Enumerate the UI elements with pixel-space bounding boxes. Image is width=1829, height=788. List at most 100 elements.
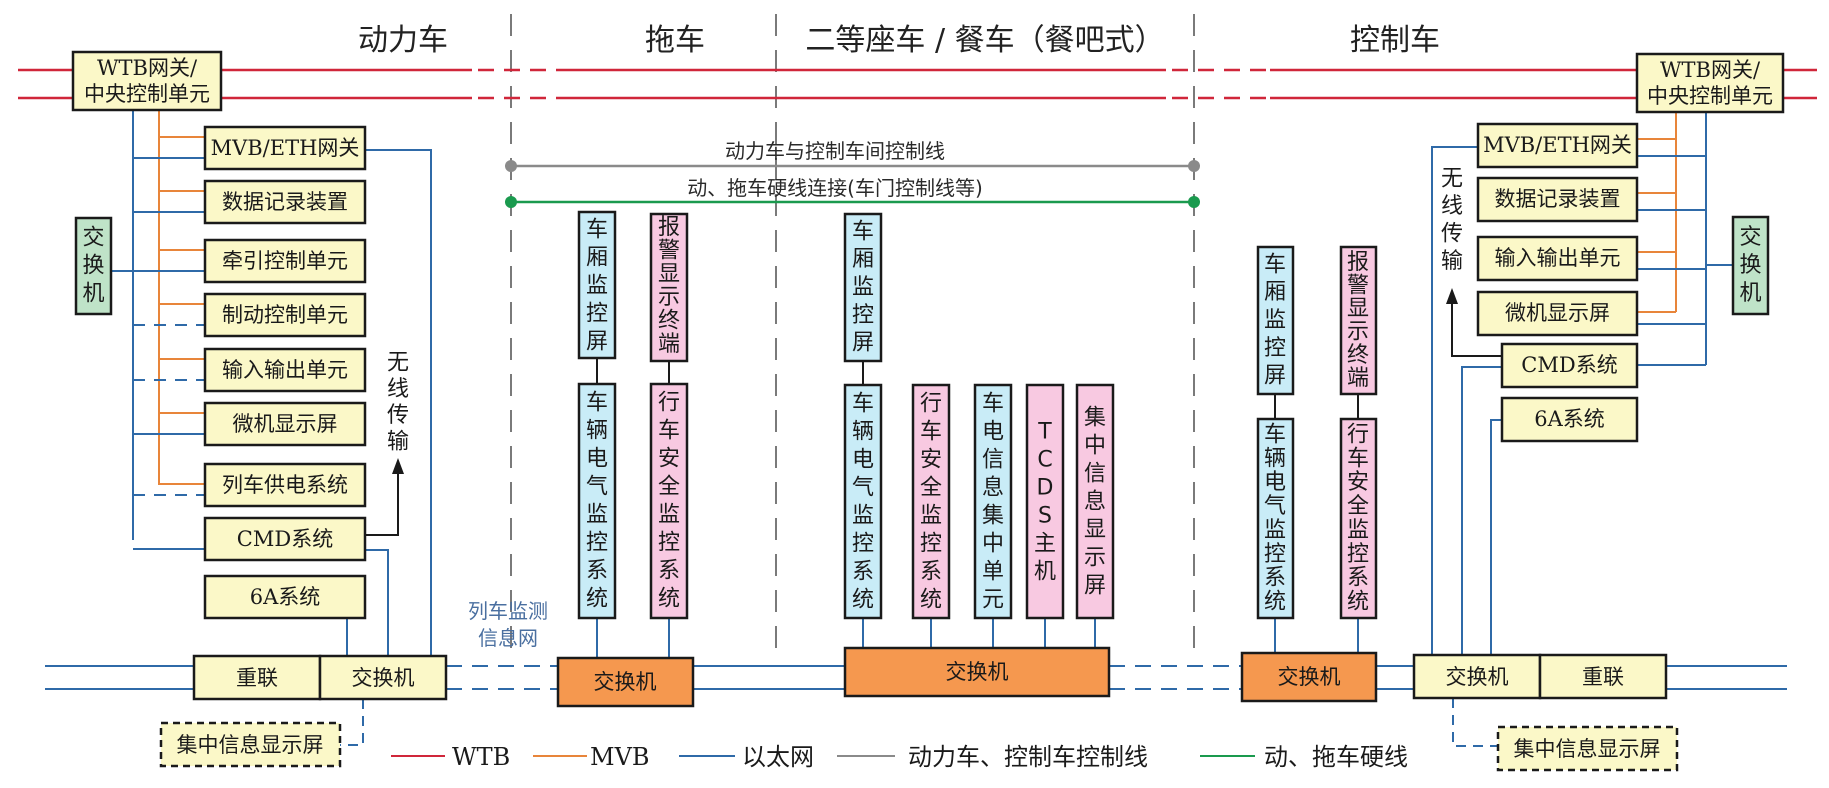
control-unit-box: [1500, 342, 1639, 389]
vertical-char: 监: [586, 503, 608, 528]
vertical-char: 行: [1347, 422, 1369, 447]
vertical-char: 监: [658, 503, 680, 528]
dining-column-box: [911, 383, 951, 620]
dining-column-box: [843, 383, 883, 620]
vertical-char: 系: [1347, 566, 1369, 591]
control-coupler-label: 重联: [1582, 665, 1624, 689]
vertical-char: 控: [1347, 542, 1369, 567]
vertical-char: 统: [586, 587, 608, 612]
legend-label: 动、拖车硬线: [1264, 743, 1408, 771]
vertical-char: 系: [852, 560, 874, 585]
control-unit-box: [1500, 396, 1639, 443]
vertical-char: 气: [1264, 494, 1286, 519]
vertical-char: 控: [586, 531, 608, 556]
vertical-char: 无: [387, 351, 409, 376]
vertical-char: 车: [852, 219, 874, 244]
control-line-end-dot: [505, 160, 517, 172]
vertical-char: 息: [1084, 490, 1106, 515]
vertical-char: 车: [1264, 252, 1286, 277]
vertical-char: 辆: [586, 419, 608, 444]
vertical-char: 主: [1034, 532, 1056, 557]
vertical-char: 监: [586, 274, 608, 299]
power-unit-label: 列车供电系统: [222, 473, 348, 497]
trailer-bottom-box: [649, 382, 689, 620]
legend-label: 以太网: [742, 743, 814, 771]
vertical-char: D: [1037, 476, 1054, 501]
arrow-up-icon: [392, 458, 404, 474]
vertical-char: 输: [1441, 249, 1463, 274]
control-coupler-box: [1538, 653, 1668, 700]
hardwire-end-dot: [505, 196, 517, 208]
vertical-char: 行: [658, 391, 680, 416]
vertical-char: 换: [82, 254, 104, 279]
labels: 动力车 拖车 二等座车 / 餐车（餐吧式） 控制车 动力车与控制车间控制线 动、…: [358, 23, 1440, 650]
vertical-char: 全: [920, 476, 942, 501]
control-column-switch-box: [1240, 651, 1378, 703]
vertical-char: 统: [920, 588, 942, 613]
control-unit-label: 6A系统: [1534, 407, 1605, 431]
vertical-char: 机: [1034, 560, 1056, 585]
vertical-char: 换: [1739, 253, 1761, 278]
power-unit-label: 输入输出单元: [222, 358, 348, 382]
vertical-char: 显: [1084, 518, 1106, 543]
control-column-switch-label: 交换机: [1278, 665, 1341, 689]
power-unit-box: [203, 179, 367, 225]
power-unit-label: CMD系统: [237, 527, 333, 551]
trailer-switch-label: 交换机: [594, 670, 657, 694]
dining-top-box: [843, 212, 883, 363]
power-main-switch-box: [318, 654, 448, 701]
vertical-char: 屏: [852, 331, 874, 356]
vertical-char: 元: [982, 588, 1004, 613]
vertical-char: 显: [658, 262, 680, 287]
vertical-char: 输: [387, 429, 409, 454]
vertical-char: 监: [920, 504, 942, 529]
vertical-char: 中: [1084, 434, 1106, 459]
network-label-line1: 列车监测: [468, 599, 548, 623]
power-unit-label: MVB/ETH网关: [211, 136, 360, 160]
control-display-label: 集中信息显示屏: [1514, 737, 1661, 761]
vertical-char: 厢: [852, 247, 874, 272]
power-gateway-label-1: WTB网关/: [97, 56, 198, 80]
vertical-char: 屏: [586, 330, 608, 355]
power-main-switch-label: 交换机: [352, 666, 415, 690]
vertical-char: 车: [920, 420, 942, 445]
vertical-char: 集: [982, 504, 1004, 529]
vertical-char: 辆: [852, 420, 874, 445]
vertical-char: 系: [920, 560, 942, 585]
control-unit-label: 输入输出单元: [1495, 246, 1621, 270]
vertical-char: 端: [1347, 366, 1369, 391]
vertical-char: 屏: [1084, 574, 1106, 599]
vertical-char: 车: [1264, 422, 1286, 447]
legend-label: MVB: [590, 743, 650, 771]
vertical-char: 单: [982, 560, 1004, 585]
vertical-char: 息: [982, 476, 1004, 501]
power-unit-box: [203, 574, 367, 620]
power-unit-box: [203, 238, 367, 284]
trailer-bottom-box: [577, 382, 617, 620]
power-coupler-label: 重联: [236, 666, 278, 690]
trailer-switch-box: [556, 656, 695, 708]
power-unit-box: [203, 516, 367, 562]
vertical-char: 电: [586, 447, 608, 472]
dining-column-box: [973, 383, 1013, 620]
control-top-box: [1339, 245, 1378, 396]
vertical-char: 监: [852, 504, 874, 529]
power-unit-label: 牵引控制单元: [222, 249, 348, 273]
vertical-char: 显: [1347, 296, 1369, 321]
power-unit-label: 微机显示屏: [233, 412, 338, 436]
vertical-char: 全: [1347, 494, 1369, 519]
vertical-char: 控: [1264, 542, 1286, 567]
section-title-trailer: 拖车: [645, 23, 705, 58]
vertical-char: 集: [1084, 406, 1106, 431]
vertical-char: 警: [1347, 273, 1369, 298]
vertical-char: 车: [1347, 446, 1369, 471]
hardwire-label: 动、拖车硬线连接(车门控制线等): [687, 176, 983, 200]
control-main-switch-box: [1412, 653, 1542, 700]
legend-label: WTB: [452, 743, 510, 771]
vertical-char: 电: [1264, 470, 1286, 495]
power-unit-label: 6A系统: [250, 585, 321, 609]
